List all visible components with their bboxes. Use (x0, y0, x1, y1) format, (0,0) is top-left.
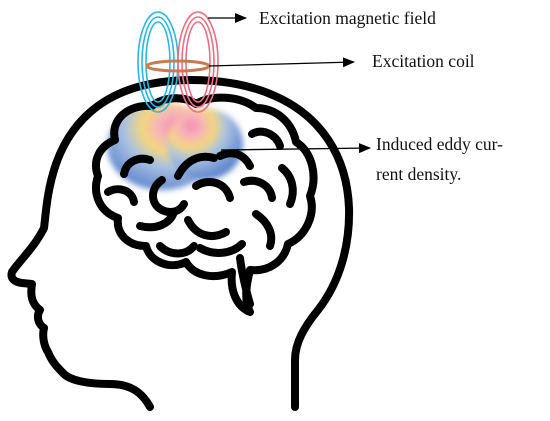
coil-pointer (208, 57, 355, 68)
eddy-current-label-line1: Induced eddy cur- (376, 134, 503, 154)
magnetic-field-label: Excitation magnetic field (259, 8, 436, 28)
coil-label: Excitation coil (372, 51, 475, 71)
head-outline (7, 76, 354, 411)
eddy-current-pointer (220, 143, 371, 154)
eddy-current-label-line2: rent density. (376, 164, 461, 184)
